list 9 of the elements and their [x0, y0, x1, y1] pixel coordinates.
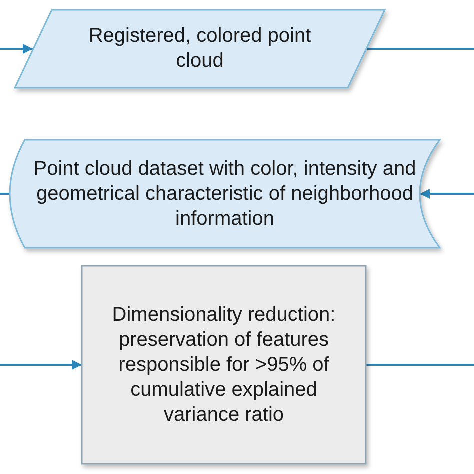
stored-data-shape: Point cloud dataset with color, intensity and geometrical characteristic of neighborhood information	[10, 140, 440, 248]
process-box: Dimensionality reduction: preservation of features responsible for >95% of cumulative explained variance ratio	[82, 266, 366, 464]
connector-line	[366, 364, 474, 366]
arrow	[0, 360, 82, 370]
arrow	[420, 189, 474, 199]
data-parallelogram: Registered, colored point cloud	[15, 10, 385, 88]
connector-line	[367, 48, 474, 50]
connector-line	[0, 193, 10, 195]
arrow	[0, 44, 33, 54]
